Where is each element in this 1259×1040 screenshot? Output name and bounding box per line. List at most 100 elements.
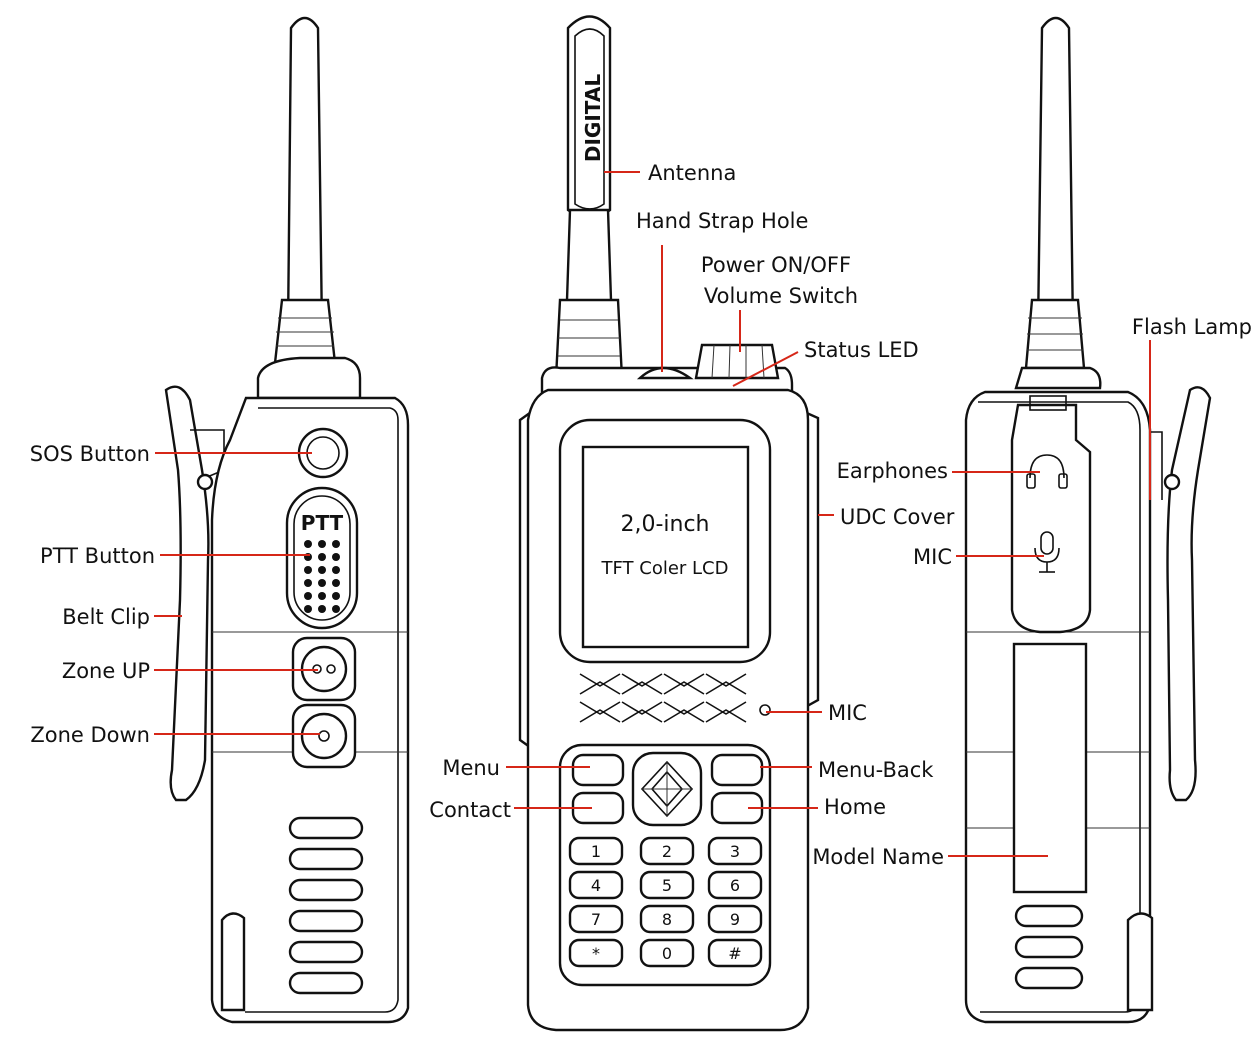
grille-slot xyxy=(621,673,663,687)
key-label: 0 xyxy=(662,944,672,963)
key-star: * xyxy=(568,938,624,968)
key-label: # xyxy=(728,944,741,963)
label-ptt-button: PTT Button xyxy=(40,544,155,568)
hand-strap-hole-shape xyxy=(636,366,694,380)
mic-icon xyxy=(1034,531,1060,573)
ptt-dot xyxy=(304,605,312,613)
front-view: DIGITAL 2,0-inch TFT Coler LCD xyxy=(518,15,820,1032)
grille-slot xyxy=(621,681,663,695)
label-flash-lamp: Flash Lamp xyxy=(1132,315,1252,339)
key-4: 4 xyxy=(568,870,624,900)
belt-clip-shape xyxy=(164,385,210,802)
key-9: 9 xyxy=(707,904,763,934)
right-side-view xyxy=(964,16,1212,1024)
menu-back-key xyxy=(710,753,764,787)
label-zone-up: Zone UP xyxy=(62,659,150,683)
ptt-dot xyxy=(318,540,326,548)
grille-slot xyxy=(705,709,747,723)
key-3: 3 xyxy=(707,836,763,866)
leader-lines xyxy=(154,171,1151,857)
label-menu-back: Menu-Back xyxy=(818,758,934,782)
front-mic-shape xyxy=(759,704,771,716)
grille-slot xyxy=(579,709,621,723)
key-label: 6 xyxy=(730,876,740,895)
ptt-dot xyxy=(304,592,312,600)
grille-slot xyxy=(621,709,663,723)
udc-cover-shape xyxy=(1010,403,1092,634)
label-menu: Menu xyxy=(442,756,500,780)
ptt-dot xyxy=(304,540,312,548)
key-6: 6 xyxy=(707,870,763,900)
grille-slot xyxy=(579,701,621,715)
label-belt-clip: Belt Clip xyxy=(62,605,150,629)
grille-slot xyxy=(705,701,747,715)
grille-slot xyxy=(663,673,705,687)
vent-slot xyxy=(1014,966,1084,990)
key-5: 5 xyxy=(639,870,695,900)
labels: SOS Button PTT Button Belt Clip Zone UP … xyxy=(30,161,1252,869)
ptt-dot xyxy=(304,579,312,587)
label-udc-cover: UDC Cover xyxy=(840,505,955,529)
ptt-dot xyxy=(332,540,340,548)
ptt-dot xyxy=(304,566,312,574)
grille-slot xyxy=(705,673,747,687)
ptt-grille xyxy=(304,540,340,613)
key-hash: # xyxy=(707,938,763,968)
key-label: 4 xyxy=(591,876,601,895)
key-label: 1 xyxy=(591,842,601,861)
label-power-on-off: Power ON/OFF xyxy=(701,253,851,277)
label-status-led: Status LED xyxy=(804,338,919,362)
screen-text-line1: 2,0-inch xyxy=(620,512,709,537)
grille-slot xyxy=(621,701,663,715)
label-contact: Contact xyxy=(429,798,511,822)
label-mic-side: MIC xyxy=(913,545,952,569)
ptt-dot xyxy=(318,553,326,561)
vent-slot xyxy=(1014,935,1084,959)
ptt-dot xyxy=(332,553,340,561)
key-0: 0 xyxy=(639,938,695,968)
vent-slot xyxy=(288,909,364,933)
vent-slot xyxy=(288,878,364,902)
key-label: 9 xyxy=(730,910,740,929)
key-label: 5 xyxy=(662,876,672,895)
vent-slot xyxy=(288,816,364,840)
key-label: 3 xyxy=(730,842,740,861)
ptt-dot xyxy=(318,566,326,574)
right-vent-slots xyxy=(1014,904,1084,990)
lcd-screen xyxy=(581,445,750,649)
speaker-grille xyxy=(579,673,747,723)
ptt-dot xyxy=(332,566,340,574)
label-hand-strap-hole: Hand Strap Hole xyxy=(636,209,808,233)
left-vent-slots xyxy=(288,816,364,995)
key-2: 2 xyxy=(639,836,695,866)
grille-slot xyxy=(663,681,705,695)
earphones-icon xyxy=(1026,454,1068,489)
left-side-view: PTT xyxy=(164,16,410,1024)
grille-slot xyxy=(705,681,747,695)
vent-slot xyxy=(288,847,364,871)
ptt-dot xyxy=(318,592,326,600)
key-label: * xyxy=(592,944,600,963)
antenna-text: DIGITAL xyxy=(581,74,605,162)
screen-text-line2: TFT Coler LCD xyxy=(601,558,729,579)
label-earphones: Earphones xyxy=(837,459,948,483)
ptt-dot xyxy=(332,605,340,613)
ptt-dot xyxy=(318,579,326,587)
label-model-name: Model Name xyxy=(812,845,944,869)
vent-slot xyxy=(288,940,364,964)
label-antenna: Antenna xyxy=(648,161,736,185)
key-label: 7 xyxy=(591,910,601,929)
ptt-dot xyxy=(332,592,340,600)
grille-slot xyxy=(663,709,705,723)
key-label: 2 xyxy=(662,842,672,861)
ptt-text: PTT xyxy=(301,511,344,535)
key-7: 7 xyxy=(568,904,624,934)
label-volume-switch: Volume Switch xyxy=(704,284,858,308)
model-name-plate xyxy=(1012,642,1088,894)
key-1: 1 xyxy=(568,836,624,866)
grille-slot xyxy=(579,681,621,695)
vent-slot xyxy=(288,971,364,995)
grille-slot xyxy=(663,701,705,715)
